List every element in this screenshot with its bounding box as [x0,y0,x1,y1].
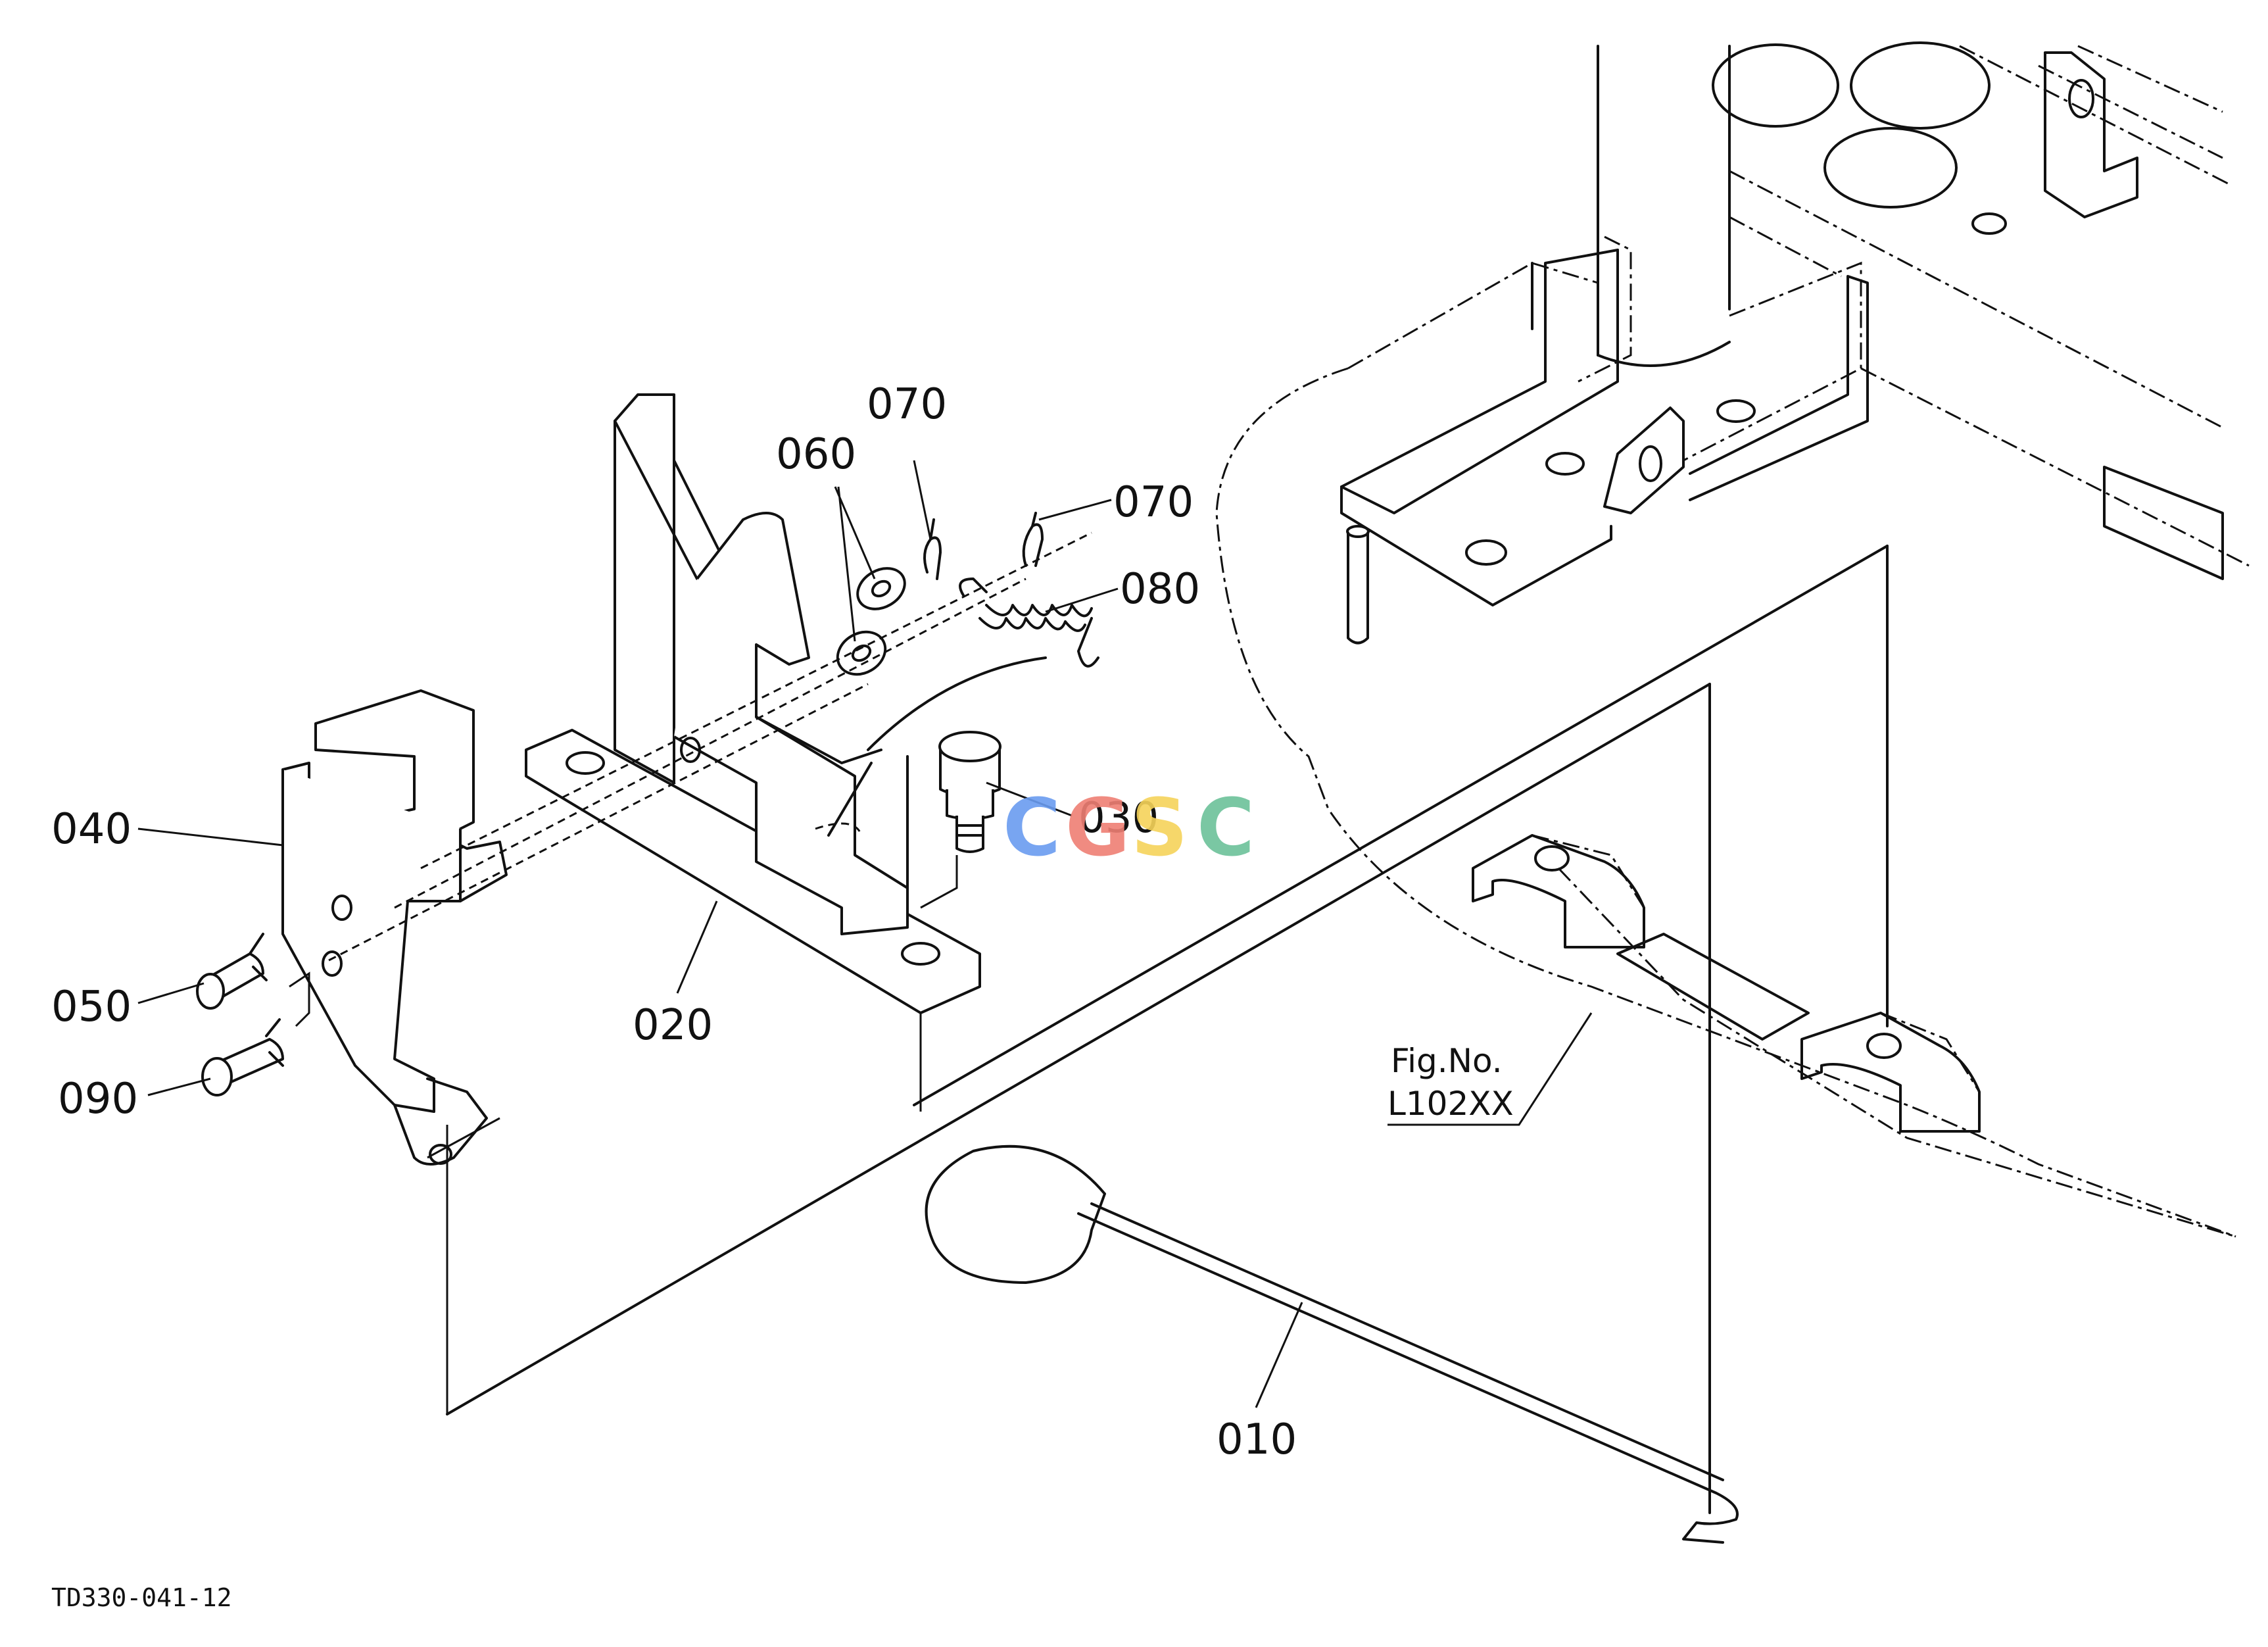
washers-060 [836,567,906,676]
figure-reference: Fig.No. L102XX [1387,1042,1514,1123]
spring-080 [867,578,1099,751]
assembly-lines [289,531,1092,1414]
bracket-020 [525,393,981,1014]
callout-090: 090 [58,1075,138,1123]
bolt-030 [938,731,1001,853]
figure-reference-line1: Fig.No. [1391,1042,1503,1080]
watermark-letter-1: C [1003,783,1061,874]
figure-reference-line2: L102XX [1387,1085,1514,1123]
callout-070-right: 070 [1113,478,1194,527]
watermark-letter-3: S [1131,783,1188,874]
callout-020: 020 [633,1001,713,1050]
watermark-logo: C G S C [1003,783,1255,874]
callout-080: 080 [1120,565,1200,614]
callout-labels: 010 020 030 040 050 060 070 070 080 090 [51,380,1297,1464]
clevis-pin-050 [196,933,268,1010]
clevis-pin-090 [201,1018,284,1096]
watermark-letter-4: C [1197,783,1255,874]
rod-010 [925,1144,1739,1544]
leader-lines [137,460,1593,1408]
drawing-code: TD330-041-12 [51,1583,232,1612]
lever-040 [281,689,508,1166]
callout-010: 010 [1217,1415,1297,1464]
callout-030: 030 [1078,794,1159,843]
watermark-letter-2: G [1065,783,1130,874]
callout-070-upper: 070 [867,380,947,429]
r-clips-070 [923,512,1044,580]
machine-frame [446,41,2250,1514]
callout-040: 040 [51,805,132,854]
callout-050: 050 [51,983,132,1031]
callout-060: 060 [776,430,856,479]
